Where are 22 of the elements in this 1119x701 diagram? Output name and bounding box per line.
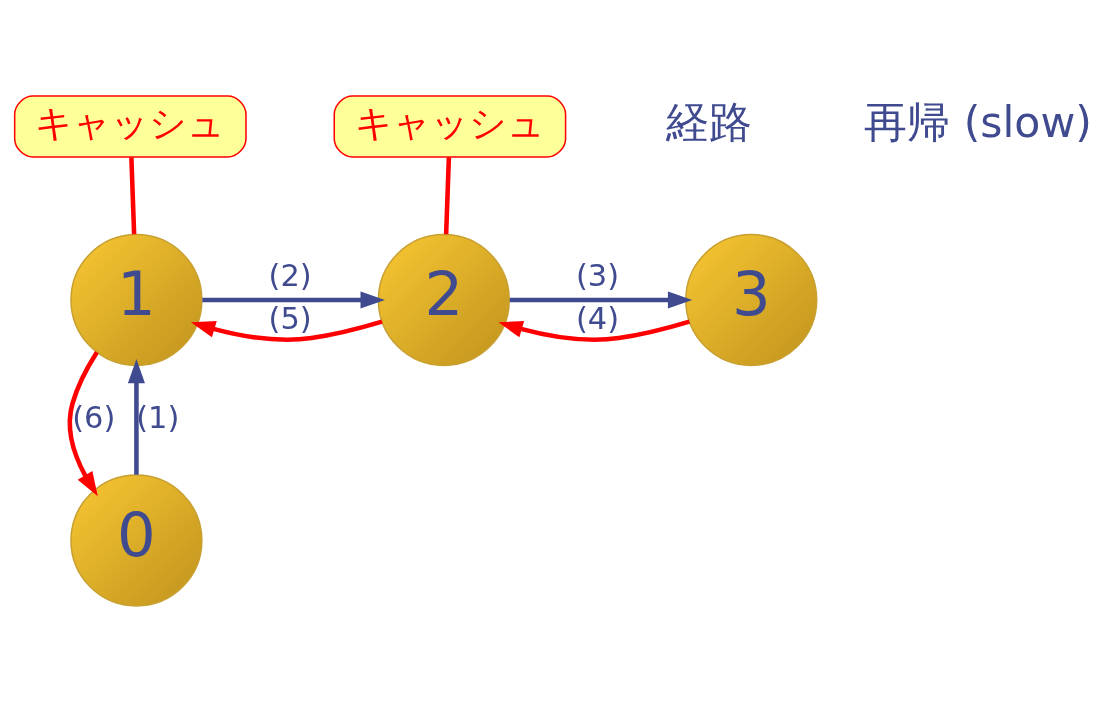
node-circle: 2 (377, 233, 511, 366)
connector (443, 156, 452, 234)
arrow (202, 290, 385, 309)
edge-label: (5) (268, 300, 312, 336)
arrow (509, 290, 693, 309)
arrow (190, 319, 383, 342)
edge-label: (6) (72, 399, 116, 435)
node-circle: 1 (70, 233, 203, 366)
node-circle: 0 (70, 473, 203, 607)
label: 再帰 (slow) (864, 96, 1092, 147)
arrow (127, 358, 145, 475)
connector (129, 156, 137, 234)
arrow (67, 350, 99, 496)
edge-label: (3) (576, 257, 620, 293)
label: 経路 (665, 96, 752, 147)
edge-label: (1) (136, 399, 180, 435)
node-circle: 3 (685, 233, 818, 366)
node-box: キャッシュ (333, 94, 567, 158)
edge-label: (2) (268, 257, 312, 293)
node-box: キャッシュ (13, 94, 247, 158)
edge-label: (4) (576, 300, 620, 336)
arrow (498, 319, 691, 342)
